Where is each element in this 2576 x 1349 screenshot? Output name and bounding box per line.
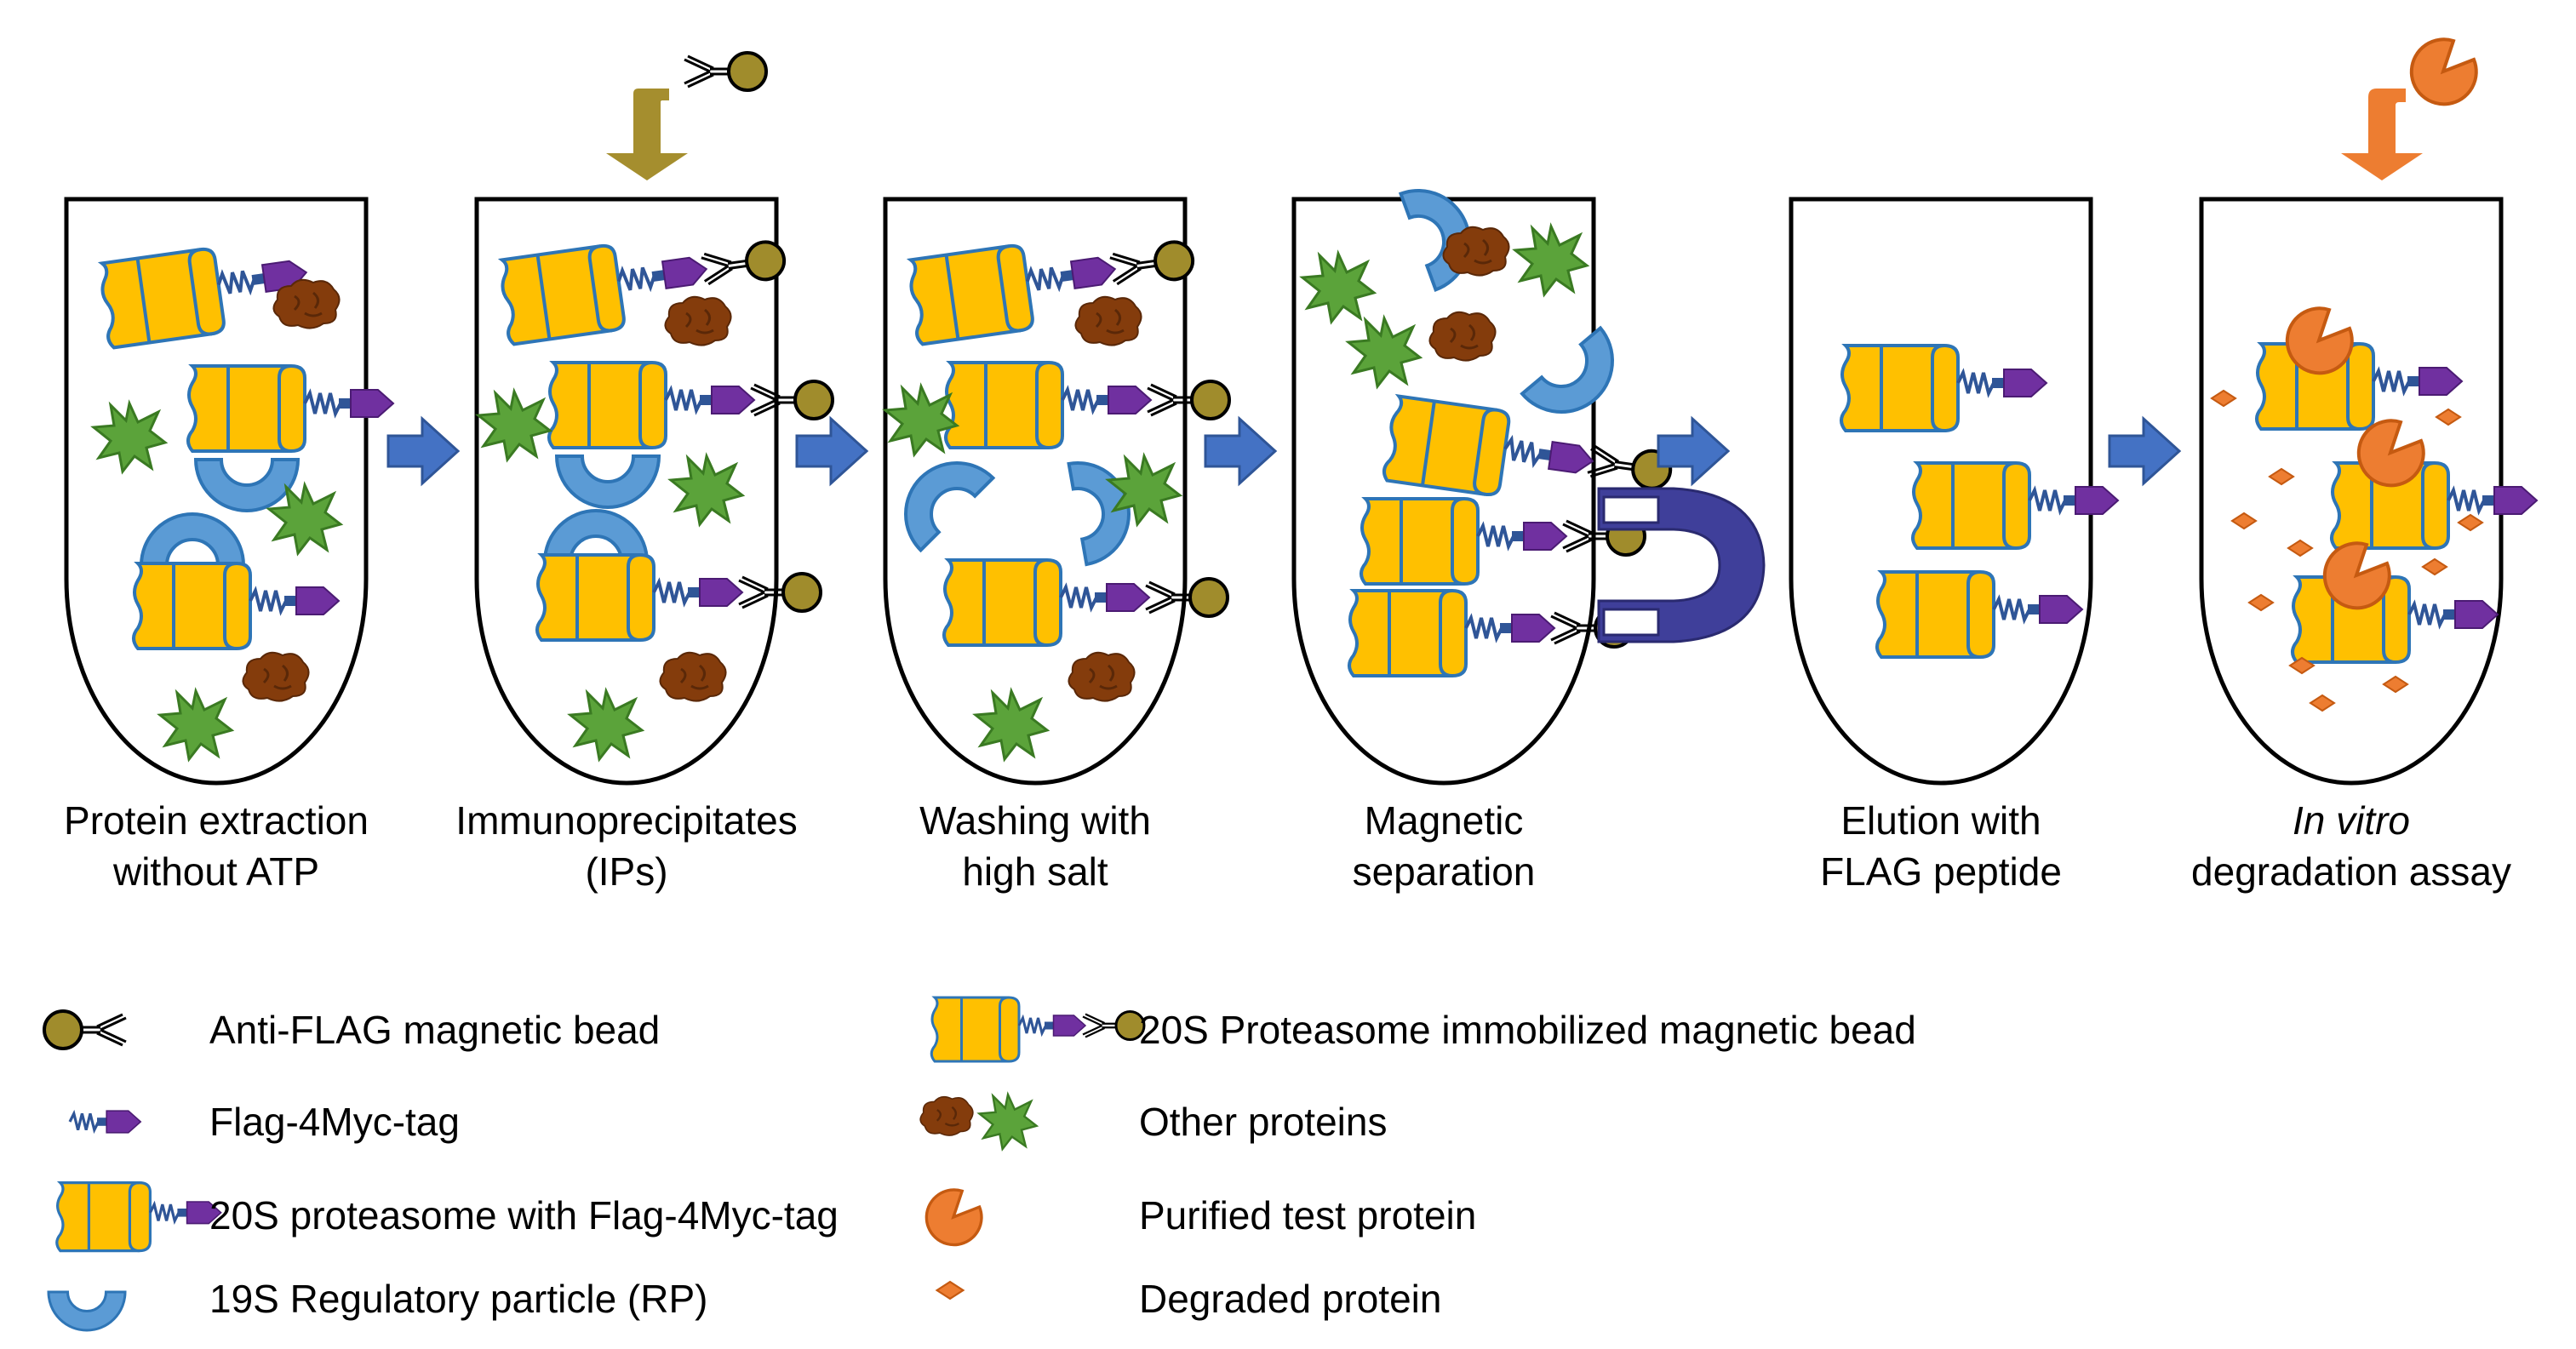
legend: Anti-FLAG magnetic bead Flag-4Myc-tag 20… [43, 997, 1916, 1332]
step-1-line2: without ATP [112, 849, 319, 894]
step-arrow-2 [795, 417, 868, 485]
step-2-line2: (IPs) [585, 849, 667, 894]
anti-flag-bead-icon [43, 1009, 128, 1050]
step-1-line1: Protein extraction [64, 798, 369, 843]
step-4-line2: separation [1353, 849, 1536, 894]
legend-label-flag-tag: Flag-4Myc-tag [209, 1100, 460, 1144]
tube-1 [64, 197, 393, 786]
tube-3 [884, 197, 1229, 786]
step-labels: Protein extraction without ATP Immunopre… [64, 798, 2511, 894]
step-arrow-1 [386, 417, 460, 485]
step-2-line1: Immunoprecipitates [455, 798, 797, 843]
add-antibody-bead-icon [683, 51, 768, 92]
other-proteins-icon [919, 1093, 1038, 1151]
add-test-protein-arrow [2341, 56, 2423, 180]
add-antibody-arrow [606, 56, 688, 180]
step-6-line2: degradation assay [2191, 849, 2511, 894]
step-6-line1: In vitro [2293, 798, 2410, 843]
step-arrow-3 [1204, 417, 1277, 485]
step-3-line2: high salt [962, 849, 1108, 894]
proteasome-tagged-icon [57, 1183, 221, 1251]
regulatory-particle-icon [47, 1290, 127, 1332]
step-arrow-5 [2108, 417, 2181, 485]
legend-label-proteasome-bead: 20S Proteasome immobilized magnetic bead [1139, 1008, 1916, 1052]
tube-5 [1789, 197, 2118, 786]
magnet-icon [1597, 487, 1766, 643]
tube-6 [2199, 197, 2537, 786]
legend-label-degraded-protein: Degraded protein [1139, 1277, 1441, 1321]
step-4-line1: Magnetic [1365, 798, 1524, 843]
add-test-protein-icon [2409, 37, 2478, 106]
flag-tag-icon [68, 1109, 142, 1135]
legend-label-proteasome-tagged: 20S proteasome with Flag-4Myc-tag [209, 1193, 839, 1238]
step-3-line1: Washing with [919, 798, 1151, 843]
step-5-line1: Elution with [1840, 798, 2041, 843]
degraded-protein-icon [936, 1280, 965, 1300]
proteasome-bead-icon [931, 997, 1144, 1061]
legend-label-test-protein: Purified test protein [1139, 1193, 1476, 1238]
legend-label-other-proteins: Other proteins [1139, 1100, 1387, 1144]
test-protein-icon [924, 1188, 983, 1247]
legend-label-regulatory-particle: 19S Regulatory particle (RP) [209, 1277, 707, 1321]
legend-label-anti-flag-bead: Anti-FLAG magnetic bead [209, 1008, 660, 1052]
step-5-line2: FLAG peptide [1820, 849, 2062, 894]
tube-4 [1291, 174, 1675, 786]
tube-2 [474, 197, 833, 786]
